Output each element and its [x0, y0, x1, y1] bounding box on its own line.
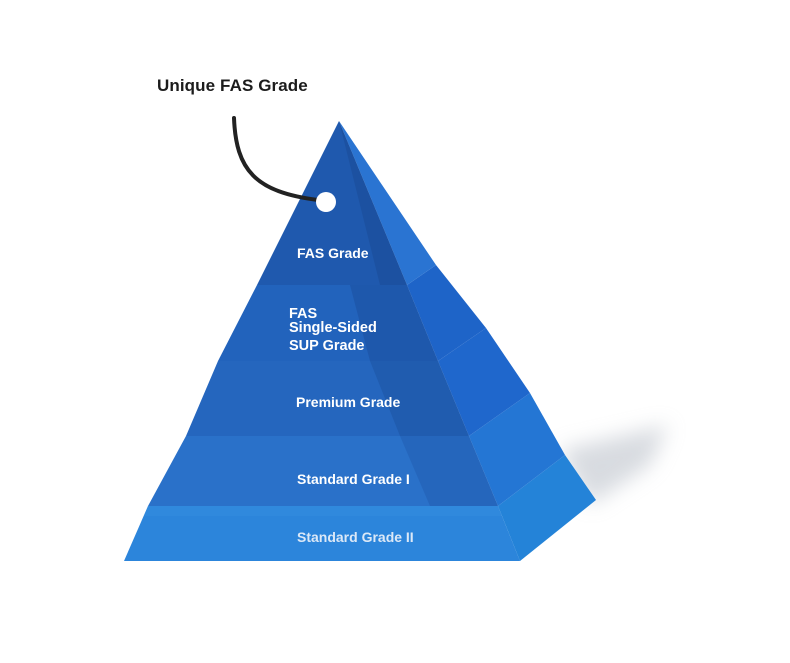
tier-side — [407, 265, 486, 361]
tier-front-shade — [400, 436, 498, 506]
tier-label: Standard Grade II — [297, 529, 414, 545]
tier-front-shade — [339, 121, 407, 285]
tier-fas-grade: FAS Grade — [257, 121, 436, 285]
pyramid-shadow — [560, 425, 668, 505]
tier-side — [498, 455, 596, 561]
tier-label: Standard Grade I — [297, 471, 410, 487]
tier-front-highlight — [144, 506, 502, 516]
tier-front-shade — [370, 361, 469, 436]
tier-front — [148, 436, 498, 506]
tier-front — [124, 506, 520, 561]
tier-front — [218, 285, 438, 361]
tier-standard-grade-ii: Standard Grade II — [124, 455, 596, 561]
callout-title: Unique FAS Grade — [157, 76, 308, 95]
tier-label-line-3: SUP Grade — [289, 338, 365, 354]
tier-label: Premium Grade — [296, 394, 400, 410]
tier-side — [339, 121, 436, 285]
tier-side — [469, 393, 565, 506]
tier-fas-single-sided-sup-grade: FAS Single-Sided SUP Grade — [218, 265, 486, 361]
tier-label: FAS Grade — [297, 245, 369, 261]
callout-marker — [316, 192, 336, 212]
tier-label-line-1: FAS — [289, 306, 318, 322]
tier-front — [186, 361, 469, 436]
tier-premium-grade: Premium Grade — [186, 328, 530, 436]
callout-leader-line — [232, 116, 320, 202]
tier-standard-grade-i: Standard Grade I — [148, 393, 565, 506]
tier-side — [438, 328, 530, 436]
tier-front-shade — [350, 285, 438, 361]
tier-label-line-2: Single-Sided — [289, 320, 377, 336]
